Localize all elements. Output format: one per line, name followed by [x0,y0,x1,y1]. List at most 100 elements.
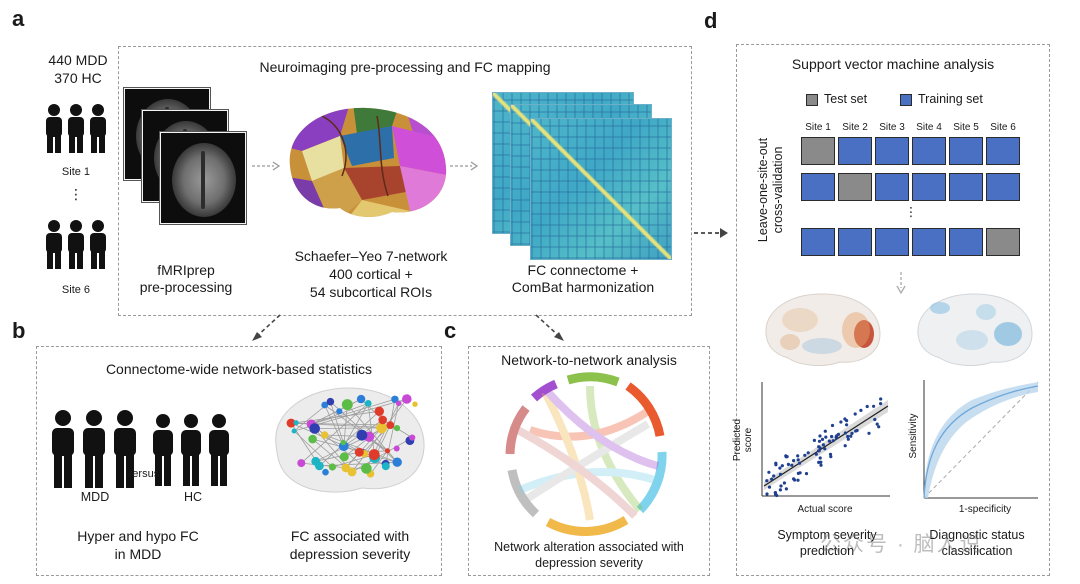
network-node [309,423,320,434]
arrow-icon-a2 [450,161,479,171]
network-edge [324,404,345,447]
scatter-point [796,471,800,475]
network-node [286,418,296,428]
network-node [374,406,384,416]
scatter-xlabel: Actual score [797,504,853,515]
combat-label: ComBat harmonization [511,279,655,295]
scatter-point [804,472,809,476]
scatter-fit-line [763,405,889,487]
cv-cell-r1-s5 [949,137,983,165]
scatter-point [859,408,863,412]
network-edge [311,423,367,469]
network-node [297,459,306,468]
classification-caption: classification [941,544,1013,558]
network-node [378,415,387,425]
scatter-point [775,493,779,498]
network-edge [301,403,369,464]
panel-d-box [736,44,1050,576]
arrow-icon-down [896,272,906,295]
scatter-point [839,420,843,424]
fc-connectome-label: FC connectome + [527,262,639,278]
scatter-point [846,437,850,441]
scatter-point [824,435,828,439]
scatter-point [778,488,782,492]
panel-a-letter: a [12,6,25,31]
scatter-point [823,429,827,433]
scatter-point [867,431,871,435]
people-icon-mdd [52,410,136,488]
panel-b-box [36,346,442,576]
network-alteration-caption: Network alteration associated with [494,540,684,554]
network-node [322,468,329,476]
scatter-point [779,484,783,488]
scatter-point [767,470,771,474]
scatter-point [843,431,847,435]
mdd-group-label: MDD [80,490,110,504]
cv-cell-r1-s6 [986,137,1020,165]
site-label-4: Site 4 [916,122,942,133]
schaefer-label: Schaefer–Yeo 7-network [294,248,448,264]
scatter-point [834,436,839,440]
network-node [291,428,297,434]
prediction-caption: prediction [799,544,855,558]
cv-rows-ellipsis: ⋮ [904,205,918,219]
site-label-3: Site 3 [879,122,905,133]
cv-cell-r6-s1 [801,228,835,256]
scatter-ci-band [764,400,888,490]
network-edge [360,398,383,421]
scatter-point [853,412,857,416]
scatter-plot [761,382,890,498]
diagnostic-status-caption: Diagnostic status [929,528,1025,542]
network-severity-caption: depression severity [535,556,643,570]
people-icon-hc [153,414,229,486]
scatter-point [827,439,831,443]
network-edge [344,427,382,458]
scatter-point [782,481,786,485]
network-node [364,400,372,407]
scatter-point [818,434,822,438]
legend-test-label: Test set [824,92,868,106]
network-node [321,401,329,409]
network-edge [389,399,396,426]
panel-c-box [468,346,710,576]
network-node [402,394,412,404]
roc-plot [923,380,1039,499]
brain-weights-left-icon [765,293,881,366]
scatter-point [818,456,822,460]
scatter-point [765,492,769,496]
people-icon-site1 [46,104,106,153]
network-edge [319,411,380,467]
network-node [340,439,346,446]
scatter-point [820,437,825,441]
network-node [293,420,299,426]
scatter-point [790,463,794,467]
roc-xlabel: 1-specificity [958,504,1012,515]
chord-diagram-icon [505,372,667,536]
panel-d-letter: d [704,8,718,33]
mri-slice-3 [160,132,246,224]
site-label-6: Site 6 [990,122,1016,133]
scatter-point [767,485,772,489]
scatter-point [830,423,835,428]
scatter-point [819,460,823,464]
scatter-point [784,487,788,491]
network-node [336,408,343,415]
scatter-point [843,444,847,448]
legend-train-swatch [900,94,912,106]
scatter-point [879,402,883,406]
subcortical-rois-label: 54 subcortical ROIs [309,284,433,300]
network-node [386,421,395,429]
cv-cell-r2-s3 [875,173,909,201]
scatter-point [819,463,823,467]
scatter-point [806,451,810,455]
network-node [308,434,317,444]
hc-group-label: HC [183,490,203,504]
brain-weights-right-icon [917,293,1033,366]
network-node [391,395,399,403]
network-node [361,463,372,474]
scatter-point [784,454,788,458]
scatter-point [875,422,879,426]
network-node [409,434,416,441]
panel-b-title: Connectome-wide network-based statistics [105,361,373,377]
scatter-point [821,443,825,447]
